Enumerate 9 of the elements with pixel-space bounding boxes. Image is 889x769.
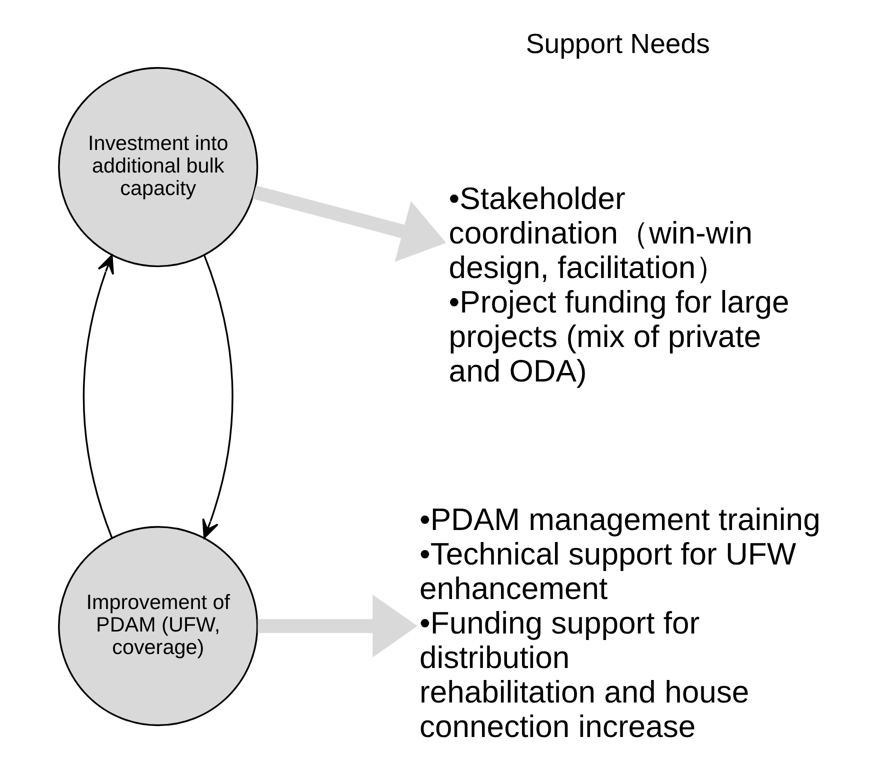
node-text: •Stakeholder coordination（win-win design, facilitation） •Project funding for large projects (mix of private and ODA) xyxy=(448,181,790,389)
node-text: •PDAM management training •Technical support for UFW enhancement •Funding support for distribution rehabilitation and house connection increase xyxy=(419,502,820,744)
arrow xyxy=(82,254,114,538)
arrow xyxy=(202,255,234,539)
label: Support Needs xyxy=(526,28,710,59)
arrow xyxy=(252,185,446,262)
arrow xyxy=(258,594,418,658)
node-circle: Improvement of PDAM (UFW, coverage) xyxy=(58,526,258,726)
node-circle: Investment into additional bulk capacity xyxy=(58,67,258,268)
